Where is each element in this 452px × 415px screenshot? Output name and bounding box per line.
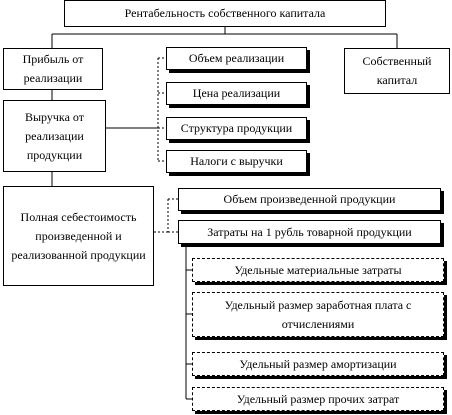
volume-produced-node-label: Объем произведенной продукции [223, 192, 396, 206]
taxes-node-label: Налоги с выручки [190, 154, 283, 168]
cost-per-ruble-node-label: Затраты на 1 рубль товарной продукции [207, 224, 412, 239]
revenue-node-label: Выручка от реализации продукции [24, 109, 84, 162]
taxes-node: Налоги с выручки [166, 150, 307, 173]
volume-produced-node: Объем произведенной продукции [178, 188, 441, 211]
material-node: Удельные материальные затраты [192, 258, 444, 282]
other-costs-node-label: Удельный размер прочих затрат [236, 391, 400, 406]
price-node: Цена реализации [166, 82, 307, 105]
revenue-node: Выручка от реализации продукции [3, 100, 106, 172]
cost-per-ruble-node: Затраты на 1 рубль товарной продукции [178, 220, 441, 244]
amortization-node-label: Удельный размер амортизации [239, 356, 397, 371]
equity-node-label: Собственный капитал [362, 54, 432, 87]
equity-node: Собственный капитал [344, 48, 450, 94]
root-node-label: Рентабельность собственного капитала [124, 6, 326, 20]
material-node-label: Удельные материальные затраты [234, 262, 402, 277]
salary-node-label: Удельный размер заработная плата с отчис… [224, 297, 412, 331]
amortization-node: Удельный размер амортизации [192, 352, 444, 376]
price-node-label: Цена реализации [192, 86, 281, 100]
structure-node: Структура продукции [166, 117, 307, 140]
volume-sales-node-label: Объем реализации [188, 51, 285, 65]
root-node: Рентабельность собственного капитала [64, 0, 386, 27]
volume-sales-node: Объем реализации [166, 47, 307, 70]
cost-node: Полная себестоимость произведенной и реа… [3, 186, 154, 286]
structure-node-label: Структура продукции [180, 121, 293, 135]
profit-node: Прибыль от реализации [3, 48, 103, 90]
profit-node-label: Прибыль от реализации [22, 52, 84, 85]
other-costs-node: Удельный размер прочих затрат [192, 387, 444, 411]
cost-node-label: Полная себестоимость произведенной и реа… [11, 209, 146, 262]
salary-node: Удельный размер заработная плата с отчис… [192, 292, 444, 337]
